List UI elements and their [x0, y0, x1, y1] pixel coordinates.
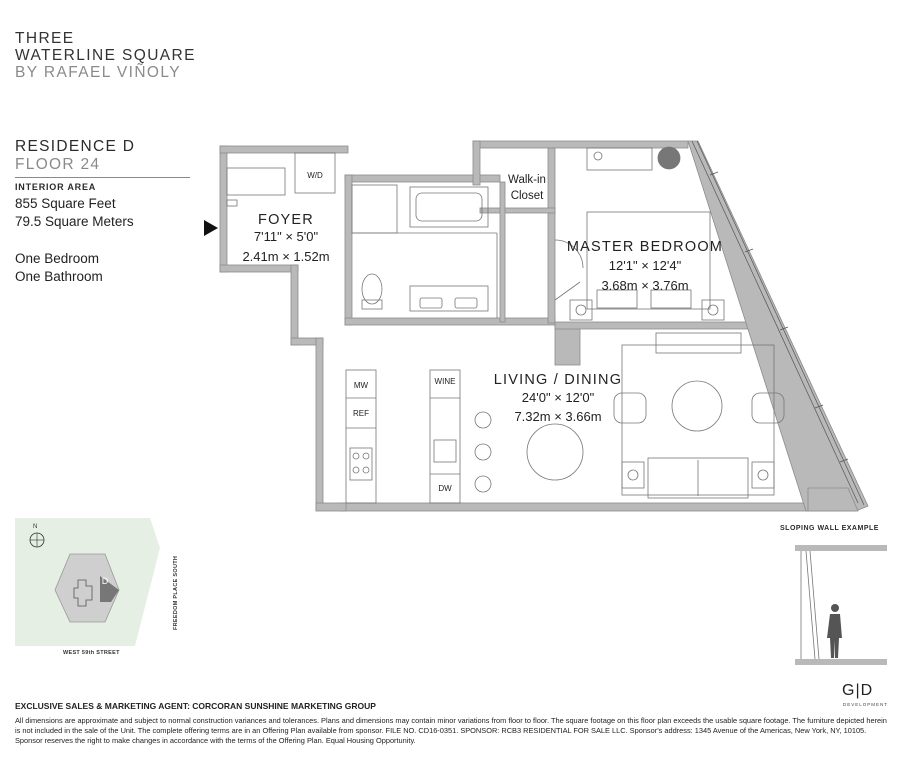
bathroom-fixtures	[351, 184, 498, 318]
building-line-2: WATERLINE SQUARE	[15, 47, 196, 64]
sloping-wall-diagram	[795, 545, 887, 665]
unit-type: One Bedroom One Bathroom	[15, 250, 103, 286]
living-dining-name: LIVING / DINING	[494, 372, 622, 388]
sales-agent-line: EXCLUSIVE SALES & MARKETING AGENT: CORCO…	[15, 701, 376, 711]
bedroom-furniture	[554, 146, 725, 321]
interior-area-label: INTERIOR AREA	[15, 182, 97, 192]
street-east-label: FREEDOM PLACE SOUTH	[173, 556, 179, 630]
microwave-label: MW	[354, 381, 369, 390]
street-south-label: WEST 59th STREET	[63, 650, 120, 656]
living-furniture	[526, 332, 785, 499]
unit-marker-label: D	[102, 576, 109, 586]
master-bedroom-metric: 3.68m × 3.76m	[601, 278, 688, 293]
area-info: 855 Square Feet 79.5 Square Meters	[15, 195, 134, 231]
walk-in-closet-line2: Closet	[511, 190, 544, 202]
sloping-wall-label: SLOPING WALL EXAMPLE	[780, 525, 879, 532]
foyer-metric: 2.41m × 1.52m	[242, 249, 329, 264]
wine-label: WINE	[435, 377, 456, 386]
developer-logo-subtitle: DEVELOPMENT	[843, 702, 889, 707]
area-square-feet: 855 Square Feet	[15, 196, 116, 211]
living-dining-metric: 7.32m × 3.66m	[514, 409, 601, 424]
key-plan-building	[54, 553, 120, 623]
entry-arrow-icon	[204, 220, 218, 236]
bedroom-count: One Bedroom	[15, 251, 100, 266]
window-mullions	[691, 140, 865, 506]
residence-floor: FLOOR 24	[15, 156, 101, 173]
foyer-imperial: 7'11" × 5'0"	[254, 229, 319, 244]
divider	[15, 177, 190, 178]
key-plan: D N WEST 59th STREET FREEDOM PLACE SOUTH	[15, 518, 179, 658]
floor-plan: W/D FOYER 7'11" × 5'0" 2.41m × 1.52m Wal…	[204, 140, 869, 512]
building-architect: BY RAFAEL VIÑOLY	[15, 64, 181, 81]
foyer-name: FOYER	[258, 212, 314, 228]
washer-dryer-label: W/D	[307, 171, 323, 180]
living-dining-imperial: 24'0" × 12'0"	[522, 390, 595, 405]
refrigerator-label: REF	[353, 409, 369, 418]
building-line-1: THREE	[15, 30, 75, 47]
walk-in-closet-line1: Walk-in	[508, 174, 546, 186]
person-silhouette-icon	[827, 604, 842, 658]
area-square-meters: 79.5 Square Meters	[15, 214, 134, 229]
dishwasher-label: DW	[438, 484, 452, 493]
legal-disclaimer: All dimensions are approximate and subje…	[15, 716, 887, 745]
north-label: N	[33, 524, 37, 530]
master-bedroom-imperial: 12'1" × 12'4"	[609, 258, 682, 273]
foyer-closets	[226, 152, 336, 207]
residence-name: RESIDENCE D	[15, 138, 136, 155]
bathroom-count: One Bathroom	[15, 269, 103, 284]
building-name: THREE WATERLINE SQUARE BY RAFAEL VIÑOLY	[15, 30, 196, 81]
exterior-walls	[219, 140, 869, 512]
developer-logo: G|D	[842, 682, 874, 699]
kitchen-counters	[345, 369, 492, 504]
key-plan-unit	[100, 576, 119, 602]
residence-title: RESIDENCE D FLOOR 24	[15, 138, 135, 174]
master-bedroom-name: MASTER BEDROOM	[567, 239, 723, 255]
